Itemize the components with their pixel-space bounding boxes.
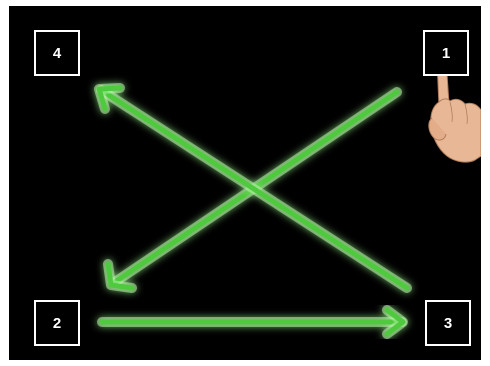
stroke-2-to-3 [102,310,403,334]
corner-label-1: 1 [442,45,450,62]
corner-box-3: 3 [425,300,471,346]
corner-label-4: 4 [53,45,61,62]
corner-box-2: 2 [34,300,80,346]
corner-box-4: 4 [34,30,80,76]
corner-box-1: 1 [423,30,469,76]
corner-label-3: 3 [444,315,452,332]
corner-label-2: 2 [53,315,61,332]
gesture-canvas: 4 1 2 3 [9,6,481,360]
